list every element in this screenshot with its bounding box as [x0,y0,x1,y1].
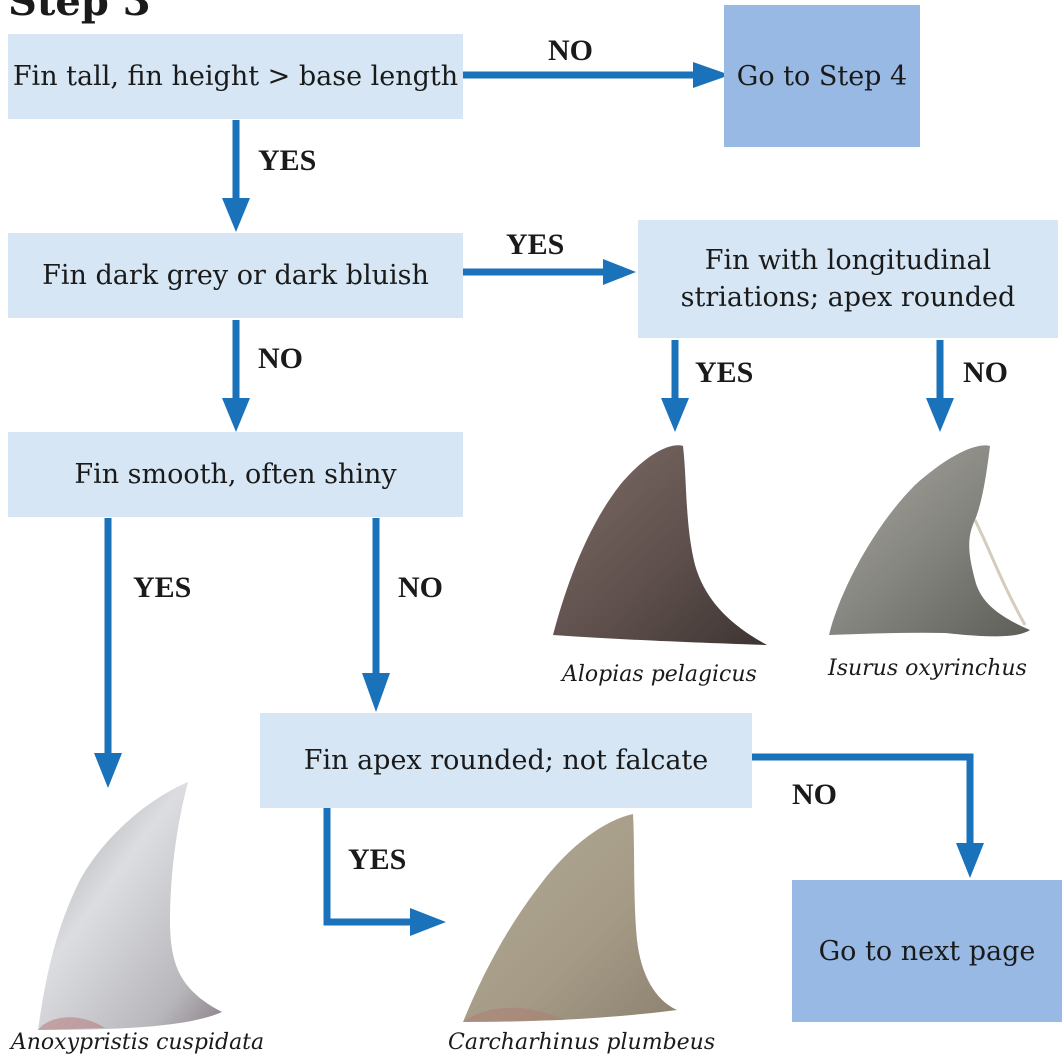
arrowhead [926,398,954,432]
label-no: NO [258,344,303,374]
question-box-fin-tall: Fin tall, fin height > base length [8,34,463,119]
question-box-fin-apex: Fin apex rounded; not falcate [260,713,752,808]
fin-image-anoxypristis-cuspidata [10,780,225,1040]
caption-isurus-oxyrinchus: Isurus oxyrinchus [828,656,1020,681]
caption-alopias-pelagicus: Alopias pelagicus [562,662,754,687]
label-no: NO [963,358,1008,388]
go-to-step4-box: Go to Step 4 [724,5,920,147]
label-yes: YES [133,573,191,603]
caption-carcharhinus-plumbeus: Carcharhinus plumbeus [448,1030,703,1055]
arrowhead [222,398,250,432]
question-box-fin-striations: Fin with longitudinal striations; apex r… [638,220,1058,338]
fin-image-carcharhinus-plumbeus [455,810,680,1030]
go-to-next-page-box: Go to next page [792,880,1062,1022]
question-box-fin-smooth: Fin smooth, often shiny [8,432,463,517]
arrowhead [603,259,636,285]
label-no: NO [792,780,837,810]
caption-anoxypristis-cuspidata: Anoxypristis cuspidata [10,1030,265,1055]
question-box-fin-dark: Fin dark grey or dark bluish [8,233,463,318]
label-yes: YES [695,358,753,388]
label-yes: YES [506,230,564,260]
arrowhead [222,198,250,232]
label-no: NO [548,36,593,66]
fin-image-alopias-pelagicus [545,440,770,650]
arrowhead [410,908,446,936]
label-yes: YES [348,845,406,875]
arrowhead [362,673,390,712]
fin-image-isurus-oxyrinchus [825,440,1035,645]
arrowhead [956,843,984,878]
label-yes: YES [258,146,316,176]
label-no: NO [398,573,443,603]
arrowhead [661,398,689,432]
arrow-b5-to-next [752,757,970,850]
